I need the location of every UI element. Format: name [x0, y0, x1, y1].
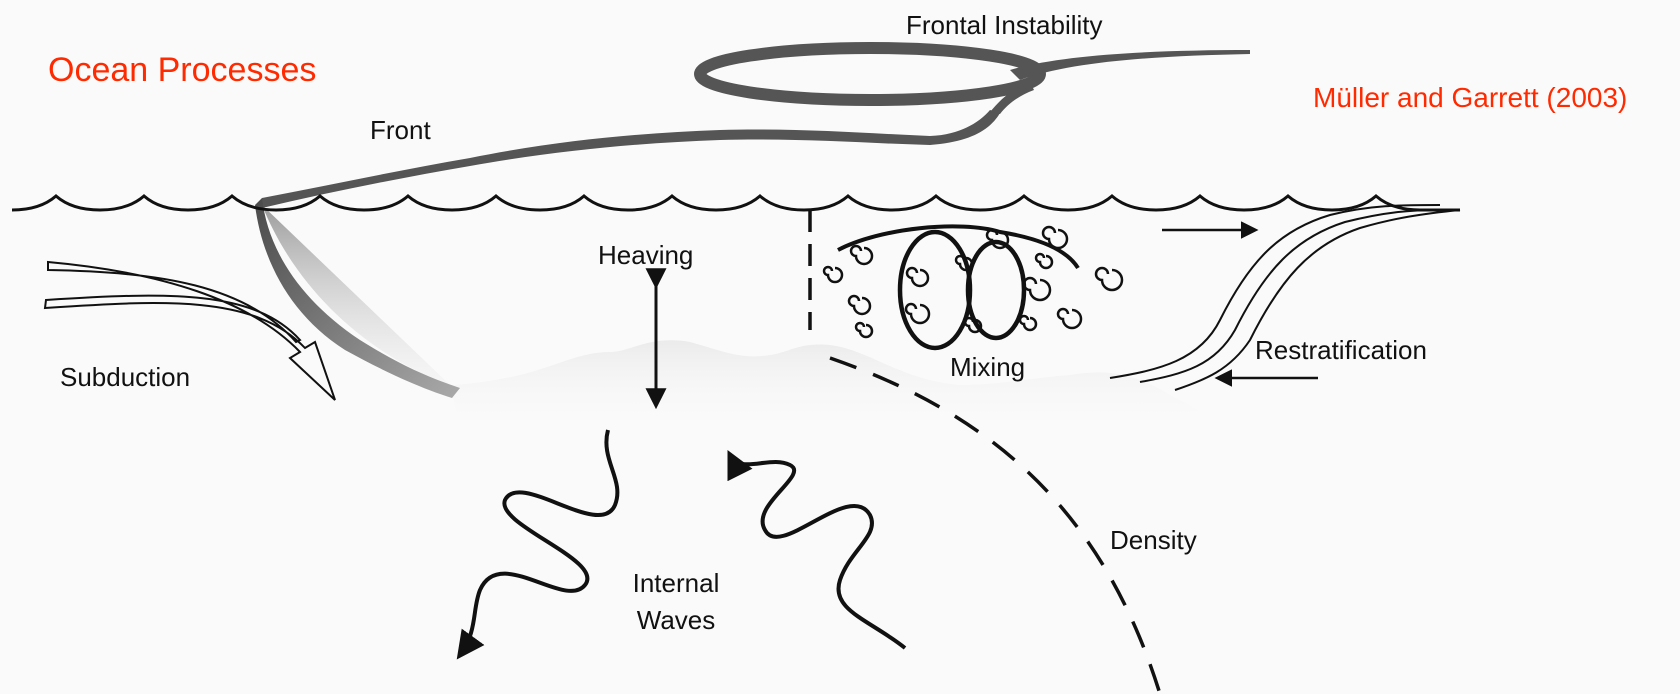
label-internal-waves-line1: Internal	[618, 565, 734, 602]
frontal-instability-tail	[1010, 50, 1250, 80]
slide-title: Ocean Processes	[48, 51, 316, 90]
label-heaving: Heaving	[598, 240, 693, 271]
mixing-eddies	[824, 226, 1122, 348]
label-subduction: Subduction	[60, 362, 190, 393]
internal-wave-outgoing	[460, 430, 617, 655]
label-frontal-instability: Frontal Instability	[906, 10, 1103, 41]
label-density: Density	[1110, 525, 1197, 556]
label-internal-waves-line2: Waves	[618, 602, 734, 639]
label-restratification: Restratification	[1255, 335, 1427, 366]
citation: Müller and Garrett (2003)	[1313, 82, 1627, 114]
ocean-surface	[12, 196, 1460, 210]
label-internal-waves: Internal Waves	[618, 565, 734, 639]
internal-wave-incoming	[730, 455, 905, 648]
mixed-layer-base	[262, 205, 1230, 430]
frontal-instability-loop	[700, 48, 1040, 100]
label-front: Front	[370, 115, 431, 146]
label-mixing: Mixing	[950, 352, 1025, 383]
